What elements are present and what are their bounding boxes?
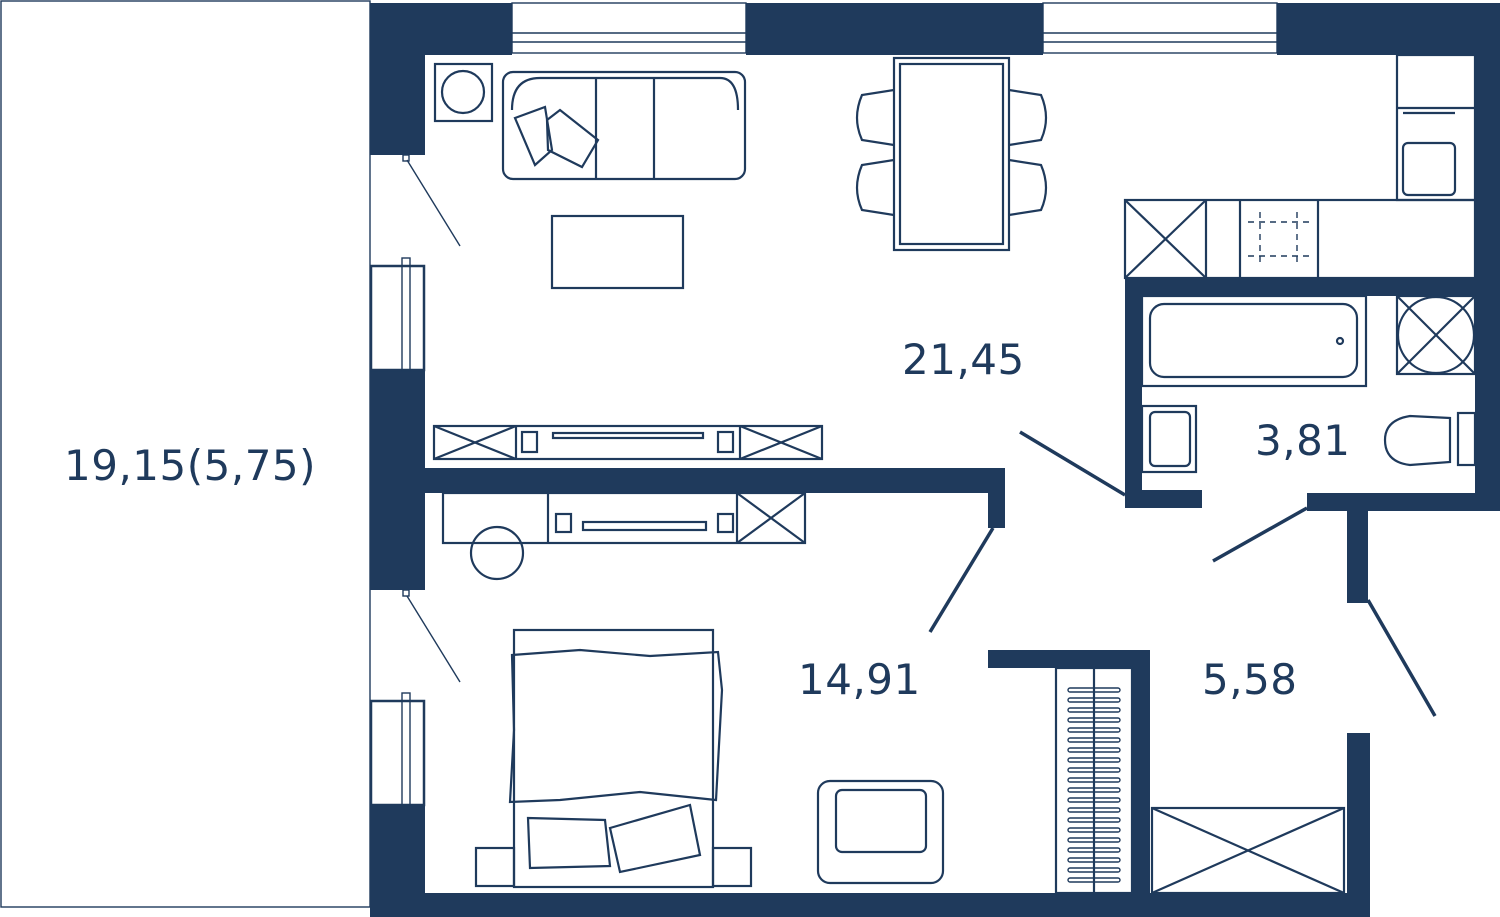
wardrobe-hangers bbox=[1067, 687, 1121, 883]
window-top-right bbox=[1042, 2, 1278, 54]
hanger bbox=[1067, 777, 1121, 783]
door-entrance[interactable] bbox=[1366, 599, 1437, 717]
kitchen-counter bbox=[1123, 53, 1477, 280]
wardrobe bbox=[1054, 666, 1134, 895]
hanger bbox=[1067, 797, 1121, 803]
hanger bbox=[1067, 687, 1121, 693]
window-living bbox=[369, 257, 426, 372]
hanger bbox=[1067, 867, 1121, 873]
hallway-area-label: 5,58 bbox=[1202, 655, 1298, 704]
hallway-closet bbox=[1150, 806, 1346, 895]
door-living[interactable] bbox=[1019, 430, 1126, 497]
hanger bbox=[1067, 817, 1121, 823]
bathroom-area-label: 3,81 bbox=[1255, 416, 1351, 465]
hanger bbox=[1067, 837, 1121, 843]
toilet bbox=[1383, 411, 1477, 467]
window-bedroom bbox=[369, 692, 426, 807]
bed bbox=[474, 628, 753, 889]
hanger bbox=[1067, 737, 1121, 743]
hanger bbox=[1067, 707, 1121, 713]
window-top-left bbox=[511, 2, 747, 54]
hanger bbox=[1067, 827, 1121, 833]
hanger bbox=[1067, 877, 1121, 883]
hanger bbox=[1067, 697, 1121, 703]
side-table bbox=[433, 62, 494, 123]
sofa bbox=[501, 70, 747, 181]
coffee-table bbox=[550, 214, 685, 290]
hanger bbox=[1067, 787, 1121, 793]
dining-table bbox=[855, 56, 1048, 252]
bathtub bbox=[1140, 294, 1368, 388]
hanger bbox=[1067, 717, 1121, 723]
hanger bbox=[1067, 847, 1121, 853]
bedroom-area-label: 14,91 bbox=[798, 655, 921, 704]
tv-unit-living bbox=[432, 424, 824, 461]
hanger bbox=[1067, 767, 1121, 773]
hanger bbox=[1067, 727, 1121, 733]
hanger bbox=[1067, 857, 1121, 863]
door-bathroom[interactable] bbox=[1212, 506, 1308, 563]
balcony-area-label: 19,15(5,75) bbox=[64, 441, 317, 490]
desk bbox=[441, 491, 807, 581]
balcony-door-living[interactable] bbox=[402, 154, 461, 247]
balcony-door-bedroom[interactable] bbox=[402, 589, 461, 683]
door-bedroom[interactable] bbox=[928, 527, 995, 633]
washing-machine bbox=[1395, 294, 1477, 376]
hanger bbox=[1067, 807, 1121, 813]
stove bbox=[1248, 212, 1310, 265]
hanger bbox=[1067, 757, 1121, 763]
living-kitchen-area-label: 21,45 bbox=[902, 335, 1025, 384]
hanger bbox=[1067, 747, 1121, 753]
walls bbox=[370, 3, 1500, 917]
armchair bbox=[816, 779, 945, 885]
bathroom-sink bbox=[1140, 404, 1198, 474]
